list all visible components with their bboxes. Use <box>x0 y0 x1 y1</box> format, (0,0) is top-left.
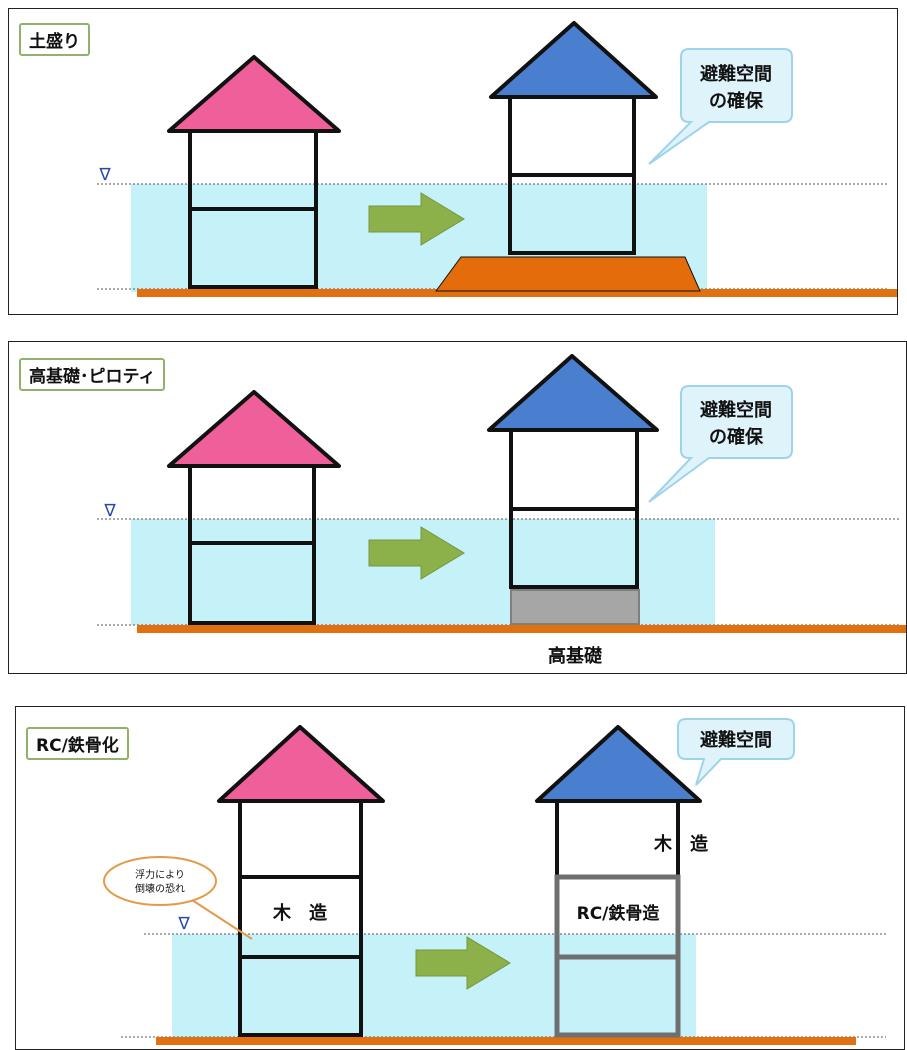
ground-strip <box>137 625 906 633</box>
panel-rc-steel: ∇ 木 造 浮力により 倒壊の恐れ 木 造 RC/鉄骨造 避難空間 RC/鉄骨化 <box>15 706 905 1050</box>
water-level-symbol: ∇ <box>98 165 111 185</box>
high-foundation-block <box>510 589 640 625</box>
left-house-roof <box>167 55 341 133</box>
panel-1-diagram: ∇ 避難空間 の確保 <box>97 21 897 297</box>
left-house-roof <box>217 725 385 803</box>
right-house-roof <box>487 354 659 432</box>
panel-2-diagram: ∇ 避難空間 の確保 高基礎 <box>97 354 906 667</box>
callout-bubble <box>648 48 793 165</box>
panel-label: 高基礎･ピロティ <box>19 358 166 391</box>
water-level-symbol: ∇ <box>103 501 116 521</box>
panel-label: RC/鉄骨化 <box>26 727 129 760</box>
panel-high-foundation: ∇ 避難空間 の確保 高基礎 高基礎･ピロティ <box>8 341 907 674</box>
flood-water <box>172 934 696 1037</box>
ground-strip <box>156 1037 856 1045</box>
callout-bubble <box>648 385 793 503</box>
transition-arrow <box>368 526 465 580</box>
water-level-symbol: ∇ <box>177 914 190 934</box>
foundation-caption: 高基礎 <box>548 645 602 667</box>
buoyancy-warning-line-2: 倒壊の恐れ <box>135 883 185 895</box>
left-house-roof <box>167 390 341 468</box>
buoyancy-warning-bubble <box>103 856 217 906</box>
right-house-lower-label: RC/鉄骨造 <box>577 903 661 924</box>
right-house-roof <box>489 21 658 99</box>
panel-soil-mound: ∇ 避難空間 の確保 土盛り <box>8 8 898 315</box>
callout-line-1: 避難空間 <box>700 399 772 421</box>
panel-label: 土盛り <box>19 23 90 56</box>
ground-strip <box>137 289 897 297</box>
panel-3-diagram: ∇ 木 造 浮力により 倒壊の恐れ 木 造 RC/鉄骨造 避難空間 <box>103 718 886 1045</box>
callout-bubble <box>677 718 795 786</box>
left-house-body <box>238 799 363 1037</box>
right-house-roof <box>535 725 702 803</box>
buoyancy-warning-line-1: 浮力により <box>135 868 185 881</box>
callout-line-1: 避難空間 <box>700 63 772 85</box>
callout-line-2: の確保 <box>709 90 764 112</box>
right-house-upper-label: 木 造 <box>653 833 708 855</box>
callout-line-1: 避難空間 <box>700 729 772 751</box>
buoyancy-warning-pointer <box>191 899 253 940</box>
callout-line-2: の確保 <box>709 426 764 448</box>
left-house-label: 木 造 <box>272 902 327 924</box>
soil-mound <box>435 256 701 292</box>
transition-arrow <box>415 936 511 990</box>
transition-arrow <box>368 192 465 246</box>
